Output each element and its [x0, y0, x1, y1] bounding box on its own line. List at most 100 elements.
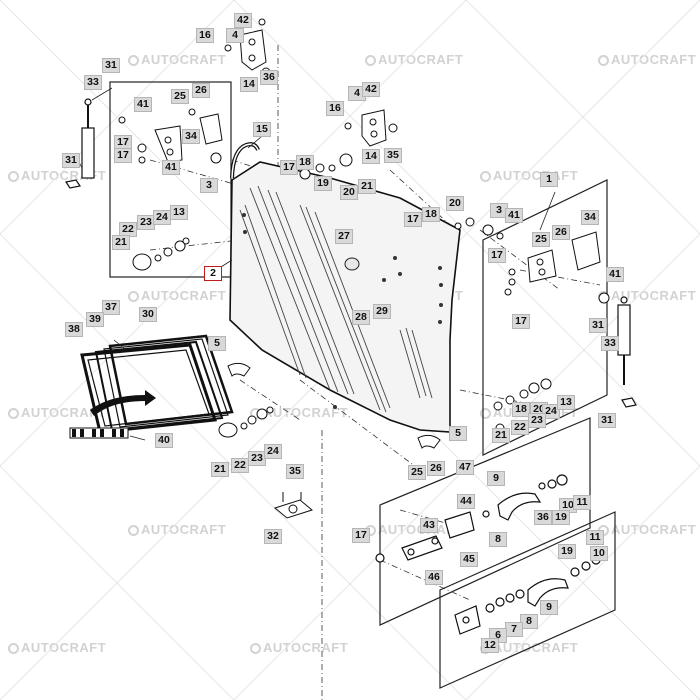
part-callout-34[interactable]: 34 — [581, 210, 599, 225]
part-callout-41[interactable]: 41 — [505, 208, 523, 223]
part-callout-16[interactable]: 16 — [196, 28, 214, 43]
part-callout-26[interactable]: 26 — [427, 461, 445, 476]
part-callout-37[interactable]: 37 — [102, 300, 120, 315]
part-callout-18[interactable]: 18 — [296, 155, 314, 170]
part-callout-17[interactable]: 17 — [488, 248, 506, 263]
part-callout-17[interactable]: 17 — [512, 314, 530, 329]
part-callout-13[interactable]: 13 — [557, 395, 575, 410]
part-callout-21[interactable]: 21 — [492, 428, 510, 443]
watermark: AUTOCRAFT — [598, 52, 696, 67]
watermark: AUTOCRAFT — [250, 640, 348, 655]
part-callout-36[interactable]: 36 — [260, 70, 278, 85]
part-callout-17[interactable]: 17 — [352, 528, 370, 543]
part-callout-41[interactable]: 41 — [606, 267, 624, 282]
part-callout-25[interactable]: 25 — [171, 89, 189, 104]
latch-handle-upper — [482, 474, 568, 521]
part-callout-17[interactable]: 17 — [404, 212, 422, 227]
watermark: AUTOCRAFT — [8, 640, 106, 655]
part-callout-23[interactable]: 23 — [528, 413, 546, 428]
part-callout-33[interactable]: 33 — [84, 75, 102, 90]
part-callout-35[interactable]: 35 — [286, 464, 304, 479]
watermark-logo-icon — [128, 291, 139, 303]
part-callout-31[interactable]: 31 — [589, 318, 607, 333]
part-callout-32[interactable]: 32 — [264, 529, 282, 544]
part-callout-36[interactable]: 36 — [534, 510, 552, 525]
part-callout-22[interactable]: 22 — [511, 420, 529, 435]
left-hinge-group-frame — [109, 81, 232, 278]
part-callout-20[interactable]: 20 — [340, 185, 358, 200]
part-callout-43[interactable]: 43 — [420, 518, 438, 533]
part-callout-14[interactable]: 14 — [362, 149, 380, 164]
part-callout-31[interactable]: 31 — [598, 413, 616, 428]
part-callout-21[interactable]: 21 — [211, 462, 229, 477]
part-callout-17[interactable]: 17 — [114, 148, 132, 163]
part-callout-10[interactable]: 10 — [590, 546, 608, 561]
part-callout-4[interactable]: 4 — [348, 86, 366, 101]
part-callout-26[interactable]: 26 — [192, 83, 210, 98]
part-callout-19[interactable]: 19 — [558, 544, 576, 559]
part-callout-19[interactable]: 19 — [314, 176, 332, 191]
latch-group-frame-upper — [379, 417, 591, 626]
part-callout-42[interactable]: 42 — [362, 82, 380, 97]
part-callout-40[interactable]: 40 — [155, 433, 173, 448]
part-callout-31[interactable]: 31 — [62, 153, 80, 168]
part-callout-11[interactable]: 11 — [586, 530, 604, 545]
adhesive-tape-part — [69, 427, 129, 439]
part-callout-42[interactable]: 42 — [234, 13, 252, 28]
part-callout-21[interactable]: 21 — [112, 235, 130, 250]
part-callout-25[interactable]: 25 — [408, 465, 426, 480]
part-callout-8[interactable]: 8 — [520, 614, 538, 629]
part-callout-22[interactable]: 22 — [231, 458, 249, 473]
watermark-logo-icon — [480, 171, 491, 183]
part-callout-41[interactable]: 41 — [162, 160, 180, 175]
part-callout-24[interactable]: 24 — [153, 210, 171, 225]
part-callout-18[interactable]: 18 — [512, 402, 530, 417]
part-callout-16[interactable]: 16 — [326, 101, 344, 116]
part-callout-24[interactable]: 24 — [264, 444, 282, 459]
part-callout-35[interactable]: 35 — [384, 148, 402, 163]
part-callout-41[interactable]: 41 — [134, 97, 152, 112]
part-callout-31[interactable]: 31 — [102, 58, 120, 73]
watermark: AUTOCRAFT — [128, 52, 226, 67]
part-callout-34[interactable]: 34 — [182, 129, 200, 144]
part-callout-28[interactable]: 28 — [352, 310, 370, 325]
part-callout-39[interactable]: 39 — [86, 312, 104, 327]
part-callout-46[interactable]: 46 — [425, 570, 443, 585]
part-callout-21[interactable]: 21 — [358, 179, 376, 194]
part-callout-2-selected[interactable]: 2 — [204, 266, 222, 281]
part-callout-25[interactable]: 25 — [532, 232, 550, 247]
part-callout-3[interactable]: 3 — [200, 178, 218, 193]
part-callout-13[interactable]: 13 — [170, 205, 188, 220]
part-callout-29[interactable]: 29 — [373, 304, 391, 319]
watermark-logo-icon — [480, 408, 491, 420]
watermark: AUTOCRAFT — [365, 52, 463, 67]
part-callout-1[interactable]: 1 — [540, 172, 558, 187]
part-callout-38[interactable]: 38 — [65, 322, 83, 337]
part-callout-9[interactable]: 9 — [540, 600, 558, 615]
part-callout-4[interactable]: 4 — [226, 28, 244, 43]
part-callout-14[interactable]: 14 — [240, 77, 258, 92]
part-callout-30[interactable]: 30 — [139, 307, 157, 322]
watermark: AUTOCRAFT — [128, 288, 226, 303]
part-callout-24[interactable]: 24 — [542, 404, 560, 419]
part-callout-33[interactable]: 33 — [601, 336, 619, 351]
part-callout-7[interactable]: 7 — [505, 622, 523, 637]
part-callout-20[interactable]: 20 — [446, 196, 464, 211]
part-callout-5[interactable]: 5 — [208, 336, 226, 351]
part-callout-8[interactable]: 8 — [489, 532, 507, 547]
part-callout-9[interactable]: 9 — [487, 471, 505, 486]
part-callout-47[interactable]: 47 — [456, 460, 474, 475]
part-callout-15[interactable]: 15 — [253, 122, 271, 137]
part-callout-12[interactable]: 12 — [481, 638, 499, 653]
part-callout-18[interactable]: 18 — [422, 207, 440, 222]
part-callout-27[interactable]: 27 — [335, 229, 353, 244]
part-callout-26[interactable]: 26 — [552, 225, 570, 240]
part-callout-5[interactable]: 5 — [449, 426, 467, 441]
watermark-logo-icon — [365, 55, 376, 67]
part-callout-19[interactable]: 19 — [552, 510, 570, 525]
part-callout-45[interactable]: 45 — [460, 552, 478, 567]
part-callout-11[interactable]: 11 — [573, 495, 591, 510]
part-callout-44[interactable]: 44 — [457, 494, 475, 509]
